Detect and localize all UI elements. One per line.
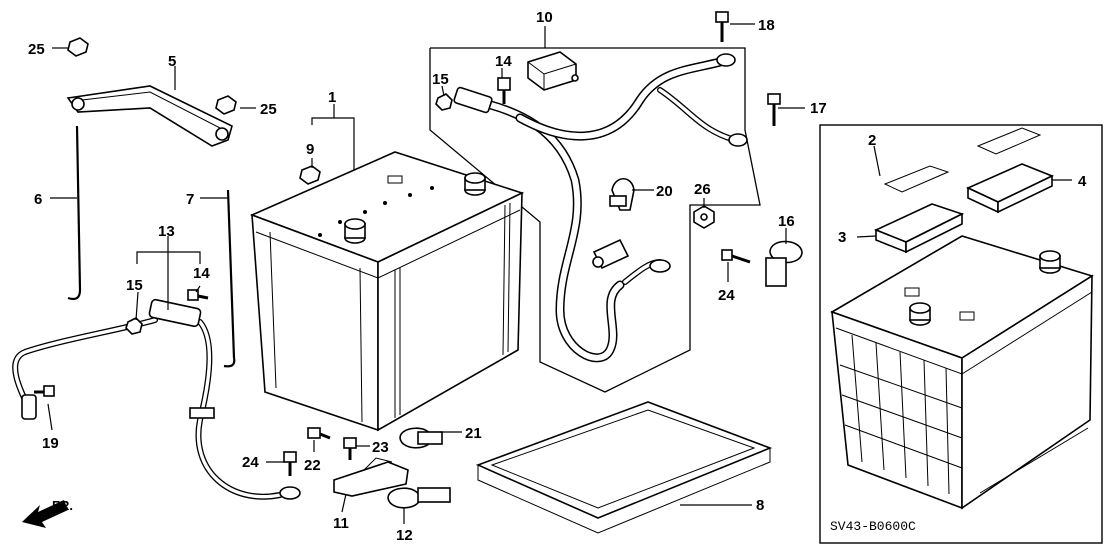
bracket-11	[333, 457, 409, 497]
callout-19: 19	[42, 435, 59, 452]
callout-20: 20	[656, 183, 673, 200]
bolt-23	[343, 437, 357, 460]
clamp-21	[399, 427, 443, 449]
leader-lines	[47, 23, 1072, 524]
bolt-17	[767, 93, 781, 126]
callout-22: 22	[304, 457, 321, 474]
callout-labels: 1 2 3 4 5 6 7 8 9 10 11 12 13 14 14 15 1…	[28, 9, 1087, 544]
bolt-24-right	[721, 249, 751, 264]
callout-12: 12	[396, 527, 413, 544]
callout-14-left: 14	[193, 265, 210, 282]
front-direction-label: FR.	[52, 498, 73, 513]
callout-16: 16	[778, 213, 795, 230]
front-direction-arrow: FR.	[22, 498, 73, 528]
nut-26	[693, 205, 715, 229]
callout-6: 6	[34, 191, 42, 208]
callout-26: 26	[694, 181, 711, 198]
callout-14-right: 14	[495, 53, 512, 70]
bolt-19	[34, 385, 55, 397]
battery-cap-4	[966, 163, 1054, 214]
bolt-14-left	[187, 289, 209, 301]
callout-18: 18	[758, 17, 775, 34]
terminal-holder	[592, 238, 630, 270]
cap-labels	[883, 127, 1042, 193]
battery	[249, 151, 525, 432]
callout-2: 2	[868, 132, 876, 149]
bolt-14-right	[497, 77, 511, 104]
bolt-24-left	[283, 451, 297, 476]
callout-9: 9	[306, 141, 314, 158]
callout-13: 13	[158, 223, 175, 240]
callout-10: 10	[536, 9, 553, 26]
battery-set-box	[819, 124, 1103, 544]
callout-15-left: 15	[126, 277, 143, 294]
callout-17: 17	[810, 100, 827, 117]
callout-23: 23	[372, 439, 389, 456]
battery-tray	[475, 401, 773, 534]
bolt-22	[307, 427, 331, 440]
diagram-code: SV43-B0600C	[830, 519, 916, 534]
nut-25-right	[215, 95, 237, 115]
nut-15-left	[125, 317, 143, 335]
battery-assembly	[830, 235, 1094, 510]
battery-hold-down	[66, 85, 233, 147]
positive-cable	[453, 51, 748, 363]
callout-5: 5	[168, 53, 176, 70]
callout-24-right: 24	[718, 287, 735, 304]
bolt-18	[715, 11, 729, 42]
hold-down-rod-6	[67, 125, 82, 301]
callout-11: 11	[333, 515, 349, 532]
callout-8: 8	[756, 497, 764, 514]
callout-15-right: 15	[432, 71, 449, 88]
callout-7: 7	[186, 191, 194, 208]
ground-cable	[12, 298, 301, 500]
clamp-12	[387, 487, 451, 509]
callout-1: 1	[328, 89, 336, 106]
callout-25-right: 25	[260, 101, 277, 118]
callout-24-left: 24	[242, 454, 259, 471]
hold-down-rod-7	[223, 189, 236, 368]
nut-15-right	[435, 93, 453, 111]
bolt-9	[299, 165, 321, 185]
cable-clamp-16	[765, 240, 803, 287]
cable-clip-20	[609, 177, 635, 211]
callout-21: 21	[465, 425, 482, 442]
callout-25-left: 25	[28, 41, 45, 58]
nut-25-left	[67, 37, 89, 57]
callout-3: 3	[838, 229, 846, 246]
battery-cap-3	[873, 203, 965, 254]
callout-4: 4	[1078, 173, 1087, 190]
